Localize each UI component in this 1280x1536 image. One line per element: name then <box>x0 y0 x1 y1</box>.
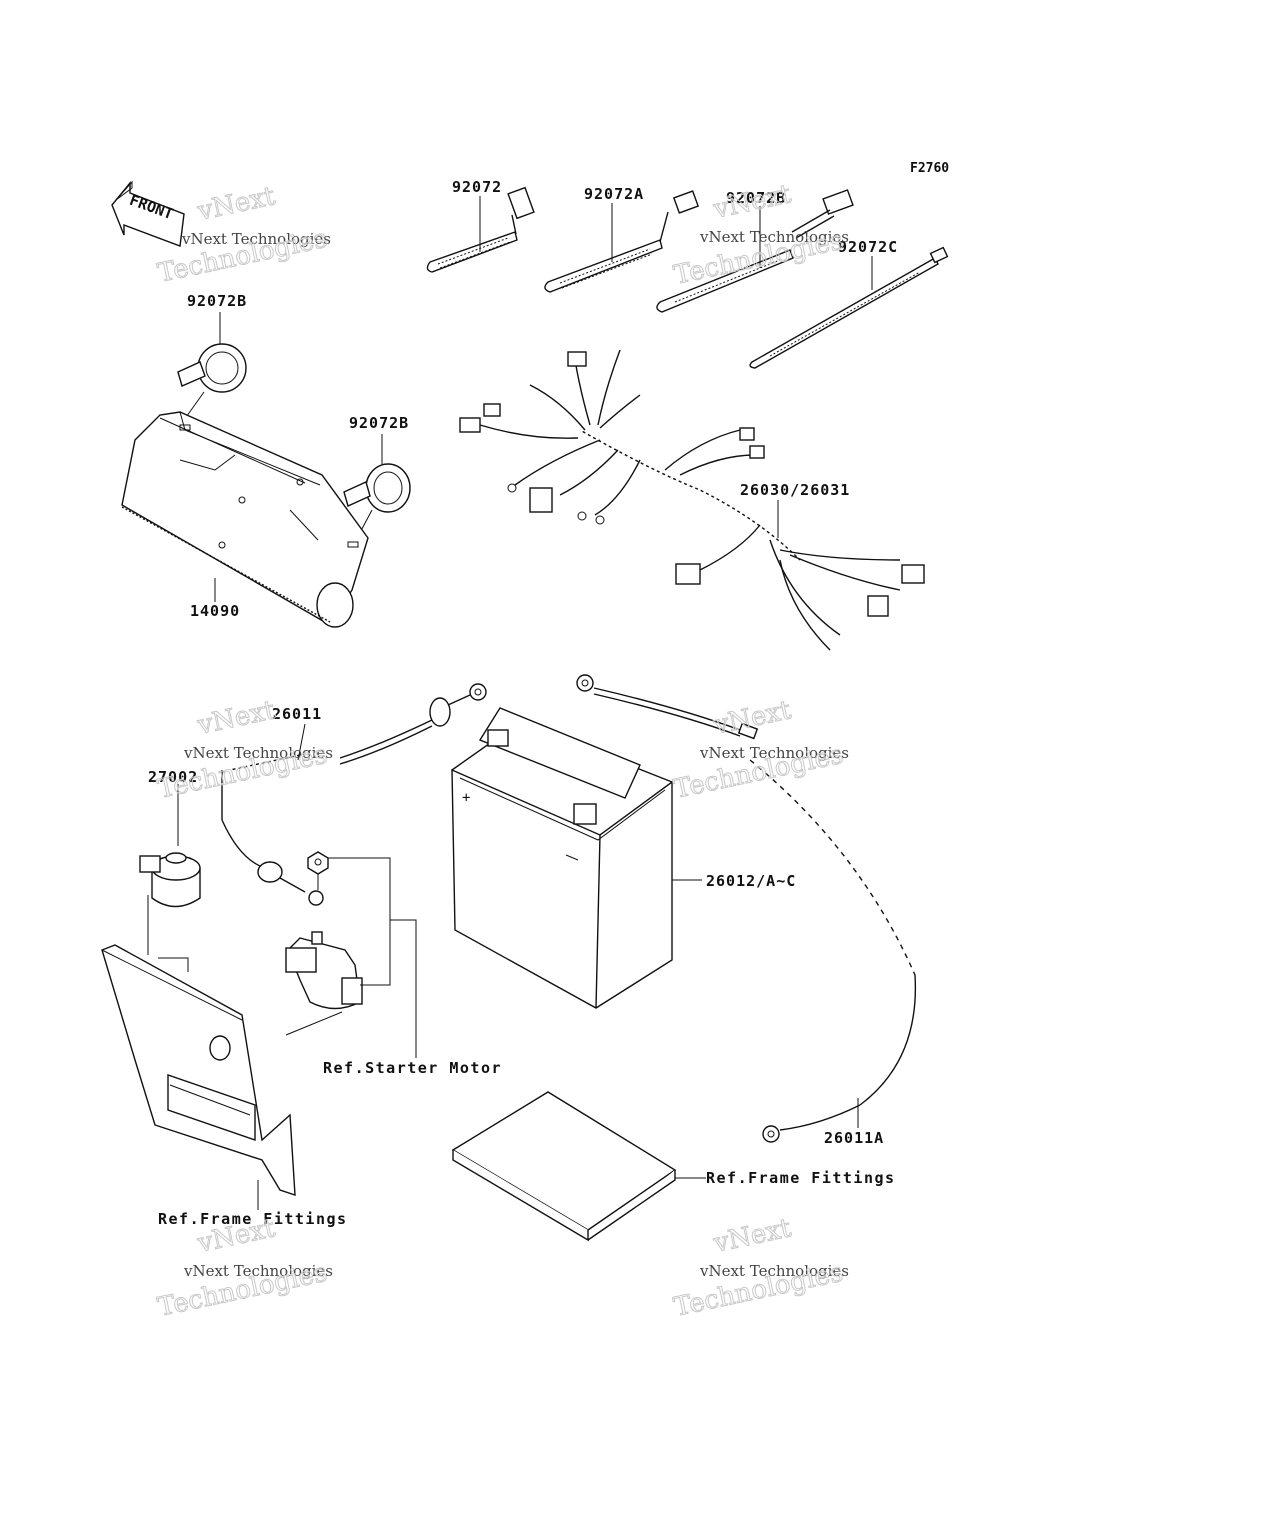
svg-text:vNext Technologies: vNext Technologies <box>183 1262 333 1280</box>
ref-starter-motor: Ref.Starter Motor <box>323 1059 502 1077</box>
label-14090: 14090 <box>190 602 240 620</box>
svg-text:vNext Technologies: vNext Technologies <box>699 1262 849 1280</box>
svg-text:vNext: vNext <box>710 1213 794 1259</box>
svg-text:vNext: vNext <box>194 181 278 227</box>
watermark-6: vNext vNext Technologies Technologies <box>671 1213 849 1324</box>
battery-26012: + <box>451 707 702 1009</box>
svg-text:vNext Technologies: vNext Technologies <box>183 744 333 762</box>
ref-frame-fittings-left: Ref.Frame Fittings <box>158 1210 348 1228</box>
cable-tie-92072B-top <box>656 189 854 313</box>
figure-code: F2760 <box>910 161 949 176</box>
svg-text:vNext Technologies: vNext Technologies <box>699 744 849 762</box>
watermark-1: vNext vNext Technologies Technologies <box>155 181 331 290</box>
label-27002: 27002 <box>148 768 198 786</box>
battery-bracket <box>101 895 296 1210</box>
label-92072B-upper: 92072B <box>187 292 247 310</box>
watermark-5: vNext vNext Technologies Technologies <box>155 1213 333 1324</box>
relay-27002 <box>139 784 201 908</box>
label-92072B-lower: 92072B <box>349 414 409 432</box>
cable-tie-92072A <box>544 190 700 293</box>
label-92072C: 92072C <box>838 238 898 256</box>
watermark-4: vNext vNext Technologies Technologies <box>671 695 849 806</box>
svg-text:+: + <box>462 790 470 806</box>
cable-26011A <box>576 674 917 1143</box>
cable-tie-92072 <box>426 186 535 273</box>
svg-text:vNext Technologies: vNext Technologies <box>181 230 331 248</box>
label-92072A: 92072A <box>584 185 644 203</box>
cable-tie-92072C <box>749 246 949 369</box>
starter-relay <box>285 851 417 1058</box>
label-26011: 26011 <box>272 705 322 723</box>
label-26030-26031: 26030/26031 <box>740 481 850 499</box>
clip-tie-92072B-lower <box>343 434 411 541</box>
label-92072B-top: 92072B <box>726 189 786 207</box>
svg-text:vNext: vNext <box>194 695 278 741</box>
front-arrow-icon: FRONT <box>111 180 185 247</box>
wire-harness-26030 <box>459 349 925 651</box>
cable-26011 <box>221 683 487 906</box>
battery-pad <box>451 1091 706 1242</box>
label-26012: 26012/A~C <box>706 872 796 890</box>
svg-text:vNext: vNext <box>710 179 794 225</box>
svg-text:vNext Technologies: vNext Technologies <box>699 228 849 246</box>
watermark-2: vNext vNext Technologies Technologies <box>671 179 849 292</box>
label-92072: 92072 <box>452 178 502 196</box>
label-26011A: 26011A <box>824 1129 884 1147</box>
ref-frame-fittings-right: Ref.Frame Fittings <box>706 1169 896 1187</box>
cover-14090 <box>121 411 369 628</box>
clip-tie-92072B-upper <box>177 312 247 421</box>
